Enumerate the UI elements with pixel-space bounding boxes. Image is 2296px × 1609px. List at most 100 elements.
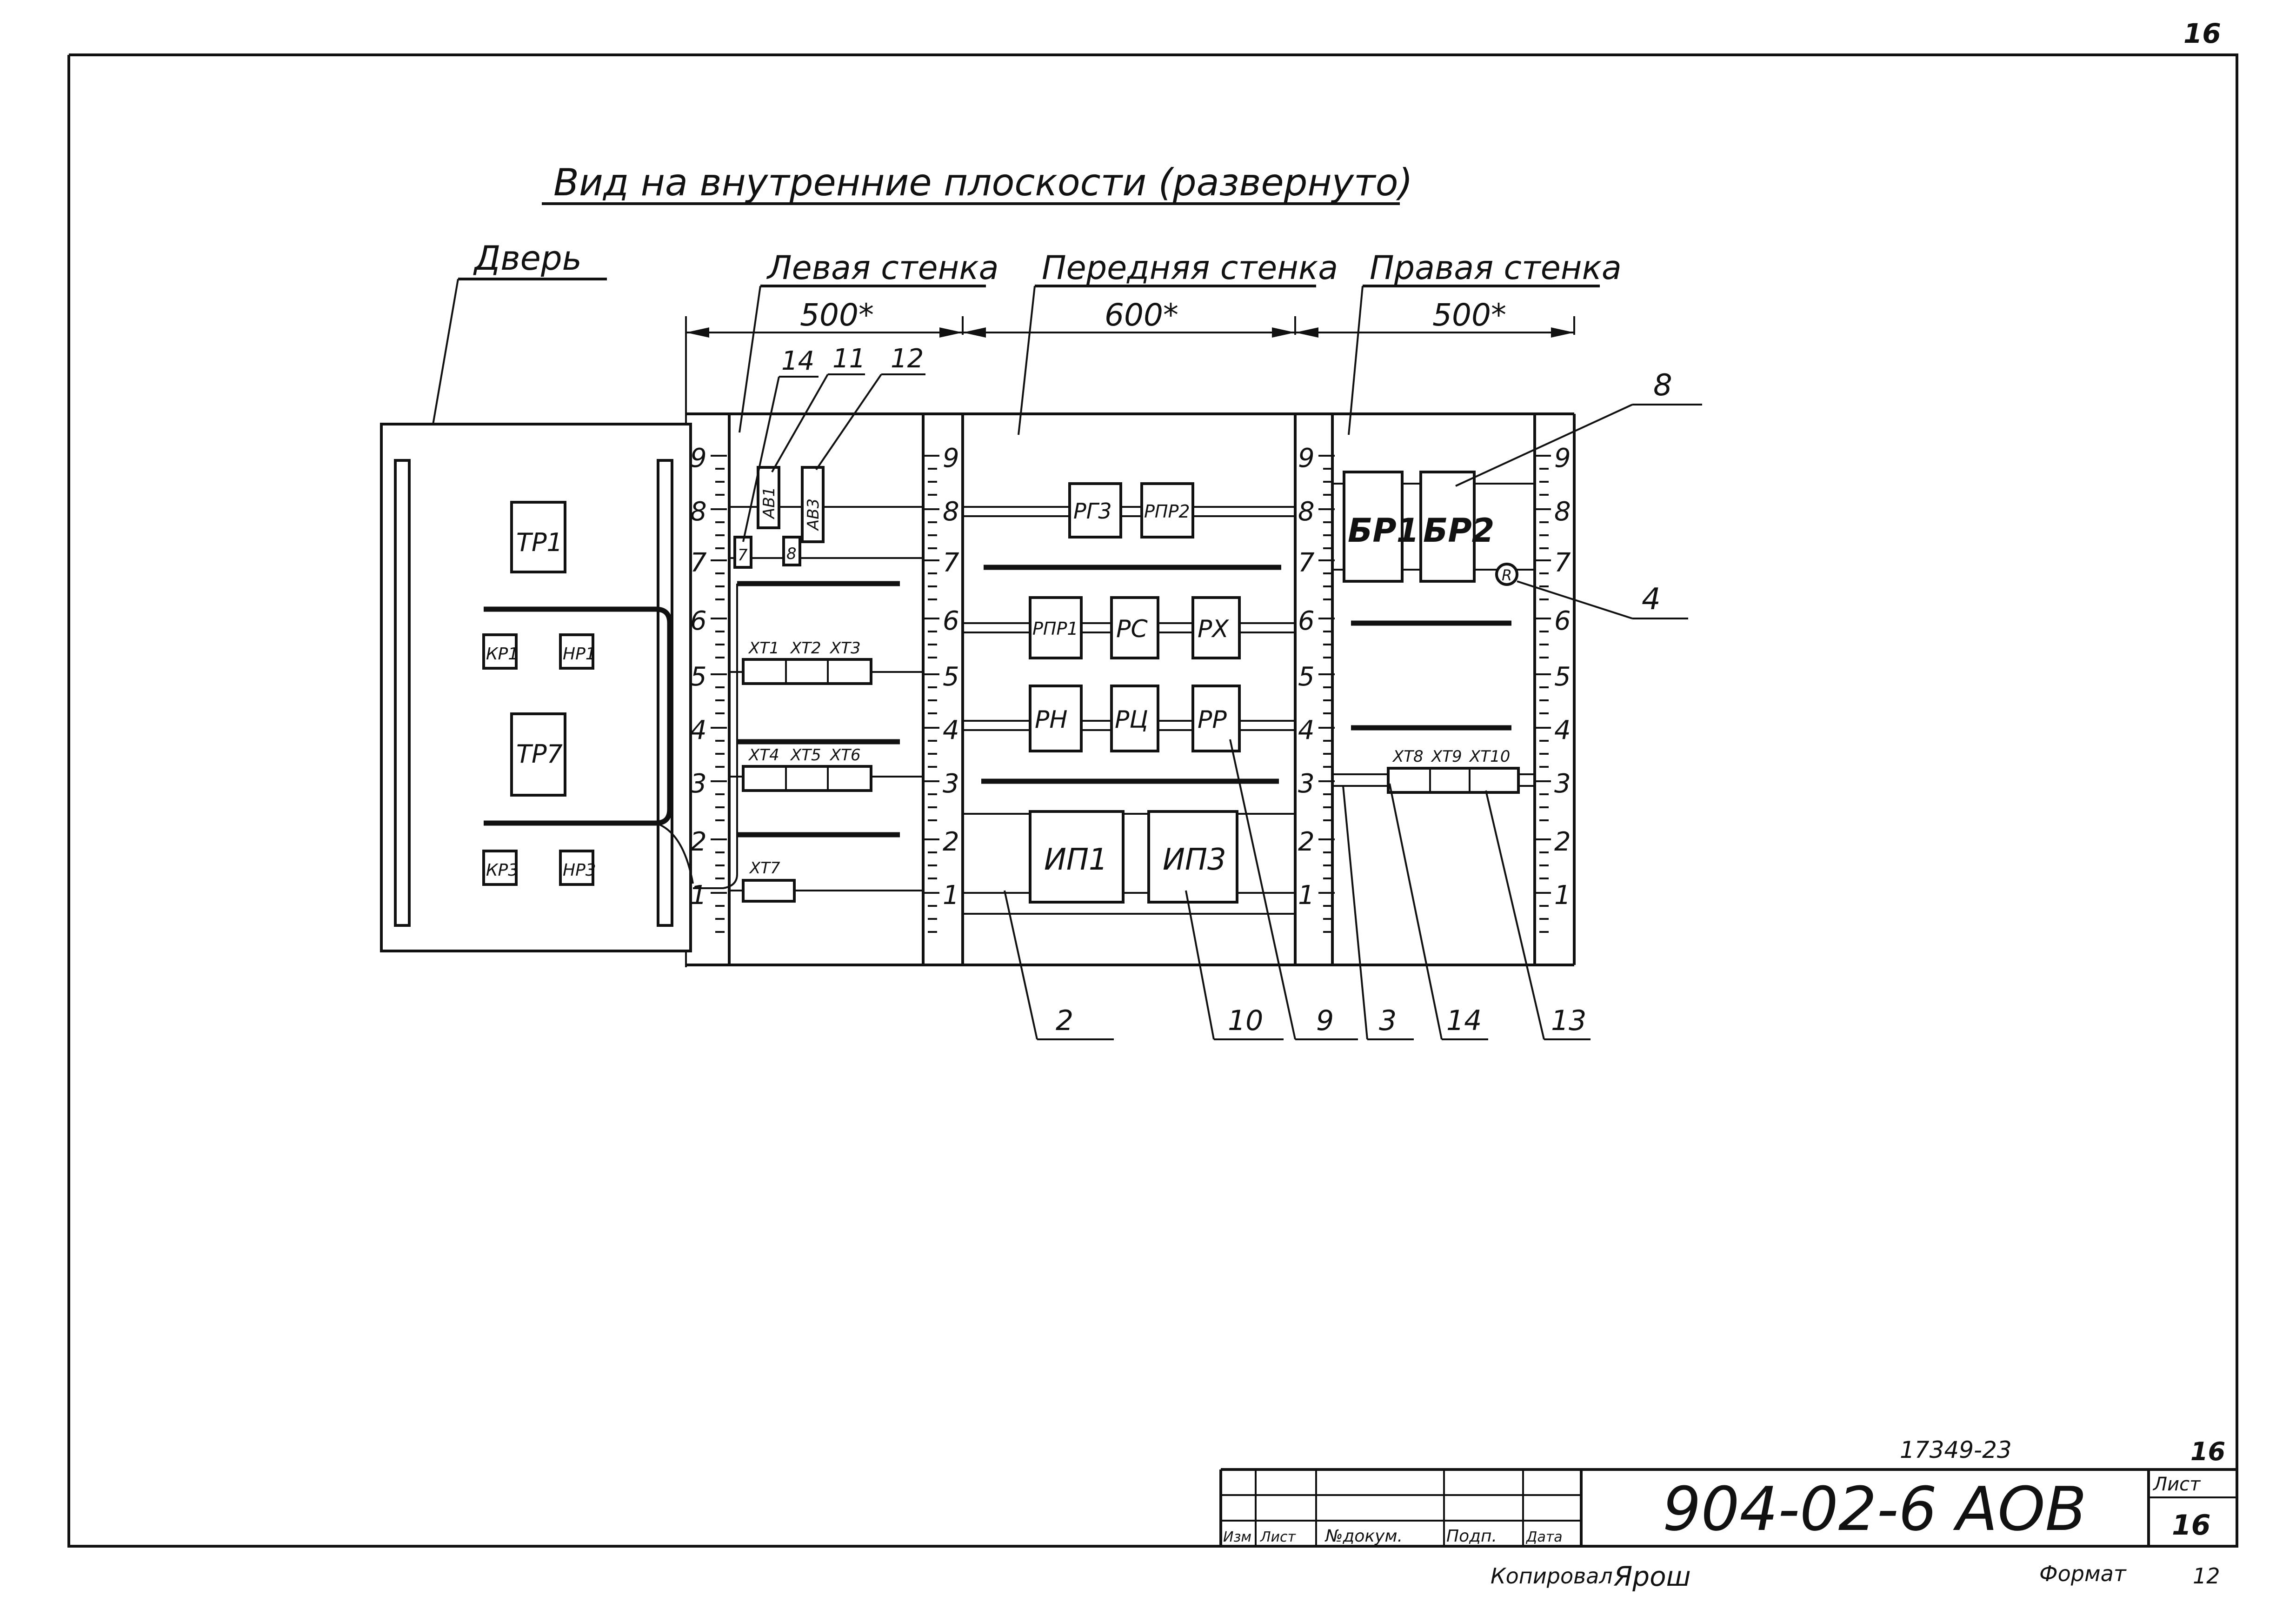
device-nr1: [559, 633, 594, 670]
front-wall-label: Передняя стенка: [1042, 249, 1338, 287]
right-wall-devices: БР1 БР2 R: [1343, 471, 1518, 586]
rail-number: 9: [1298, 443, 1315, 473]
svg-text:ХТ10: ХТ10: [1469, 747, 1510, 766]
rail-number: 2: [1554, 827, 1571, 857]
svg-text:РГ3: РГ3: [1073, 499, 1112, 524]
col-signature: Подп.: [1446, 1527, 1497, 1546]
svg-text:ХТ6: ХТ6: [829, 746, 861, 765]
rail-number: 2: [690, 827, 707, 857]
unit-br2: [1419, 471, 1476, 583]
svg-text:ХТ1: ХТ1: [748, 639, 779, 658]
svg-text:АВ3: АВ3: [804, 499, 823, 531]
front-wall-leader: [1018, 286, 1036, 435]
left-wall-wiring: [693, 506, 923, 891]
relay-rpr1: [1029, 596, 1083, 659]
relay-rg3: [1068, 482, 1122, 539]
svg-text:КР3: КР3: [486, 861, 519, 880]
svg-text:ХТ8: ХТ8: [1392, 747, 1424, 766]
svg-text:НР1: НР1: [563, 645, 596, 664]
svg-text:ИП3: ИП3: [1163, 843, 1226, 877]
rail-number: 8: [1298, 497, 1315, 527]
terminal-strip-1: [742, 658, 872, 685]
archive-number: 17349-23: [1900, 1436, 2012, 1463]
rail-number: 3: [1554, 769, 1571, 799]
svg-text:11: 11: [832, 344, 865, 374]
col-date: Дата: [1525, 1529, 1563, 1545]
svg-text:ХТ7: ХТ7: [749, 859, 780, 878]
col-list: Лист: [1260, 1529, 1297, 1545]
svg-text:ХТ9: ХТ9: [1431, 747, 1462, 766]
relay-rx: [1191, 596, 1241, 659]
svg-text:РХ: РХ: [1198, 615, 1229, 643]
breaker-av1: [757, 466, 780, 529]
rail-number: 3: [1298, 769, 1315, 799]
rail-number: 7: [1554, 548, 1571, 578]
right-wall-terminals: ХТ8 ХТ9 ХТ10: [1387, 747, 1520, 794]
rail-number: 7: [943, 548, 959, 578]
svg-text:БР2: БР2: [1423, 512, 1494, 550]
svg-text:3: 3: [1379, 1004, 1397, 1037]
svg-text:10: 10: [1228, 1004, 1263, 1037]
device-7: [733, 536, 752, 569]
front-wall-devices: РГ3 РПР2 РПР1 РС РХ РН РЦ РР ИП1 ИП3: [1029, 482, 1241, 904]
left-wall-leader: [739, 286, 761, 433]
resistor-r: [1495, 563, 1518, 586]
right-wall-label: Правая стенка: [1370, 249, 1622, 287]
rail-number: 9: [690, 443, 707, 473]
sheet-frame: [67, 53, 2238, 1548]
rail-number: 2: [943, 827, 959, 857]
door-devices: ТР1 КР1 НР1 ТР7 КР3 НР3: [482, 501, 596, 886]
svg-text:РР: РР: [1198, 706, 1227, 734]
svg-text:2: 2: [1056, 1004, 1073, 1037]
svg-text:РПР2: РПР2: [1144, 501, 1190, 522]
rail-number: 3: [690, 769, 707, 799]
svg-text:14: 14: [781, 346, 814, 376]
rail-number: 9: [1554, 443, 1571, 473]
relay-rts: [1110, 685, 1159, 752]
drawing-title: Вид на внутренние плоскости (развернуто): [553, 161, 1413, 204]
rail-number: 1: [690, 880, 707, 911]
rail-number: 1: [1298, 880, 1315, 911]
svg-text:РПР1: РПР1: [1032, 618, 1078, 639]
rail-number: 6: [943, 606, 959, 636]
rail-number: 4: [1298, 715, 1315, 745]
svg-text:ИП1: ИП1: [1044, 843, 1108, 877]
svg-text:НР3: НР3: [563, 861, 596, 880]
svg-text:ХТ4: ХТ4: [748, 746, 779, 765]
left-wall-devices: АВ1 АВ3 7 8: [733, 466, 825, 569]
dim-right-wall: 500*: [1432, 297, 1506, 333]
stamp-sheet-top: 16: [2190, 1437, 2225, 1466]
rail-number: 5: [943, 662, 959, 692]
device-nr3: [559, 850, 594, 886]
sheet-label: Лист: [2152, 1474, 2201, 1495]
rail-number: 9: [943, 443, 959, 473]
rail-number: 8: [690, 497, 707, 527]
svg-text:14: 14: [1446, 1004, 1482, 1037]
svg-text:ХТ5: ХТ5: [790, 746, 821, 765]
svg-text:РС: РС: [1116, 615, 1148, 643]
rail-number: 5: [1554, 662, 1571, 692]
sheet-corner-number: 16: [2183, 18, 2221, 49]
device-kr1: [482, 633, 518, 670]
device-kr3: [482, 850, 518, 886]
sheet-number: 16: [2172, 1509, 2211, 1542]
rail-number: 4: [690, 715, 707, 745]
svg-text:РЦ: РЦ: [1115, 706, 1148, 734]
callouts-bottom: 2 10 9 3 14 13: [1004, 739, 1591, 1040]
instrument-ip1: [1029, 810, 1125, 904]
door-label: Дверь: [473, 239, 582, 278]
svg-text:8: 8: [786, 545, 797, 563]
rail-number: 2: [1298, 827, 1315, 857]
svg-text:ХТ2: ХТ2: [790, 639, 821, 658]
device-tr7: [510, 712, 566, 797]
relay-rn: [1029, 685, 1083, 752]
format-value: 12: [2193, 1563, 2220, 1589]
dim-front-wall: 600*: [1105, 297, 1178, 333]
breaker-av3: [801, 466, 825, 543]
instrument-ip3: [1147, 810, 1238, 904]
door-leader: [428, 279, 459, 449]
svg-text:КР1: КР1: [486, 645, 519, 664]
rail-number: 1: [943, 880, 959, 911]
